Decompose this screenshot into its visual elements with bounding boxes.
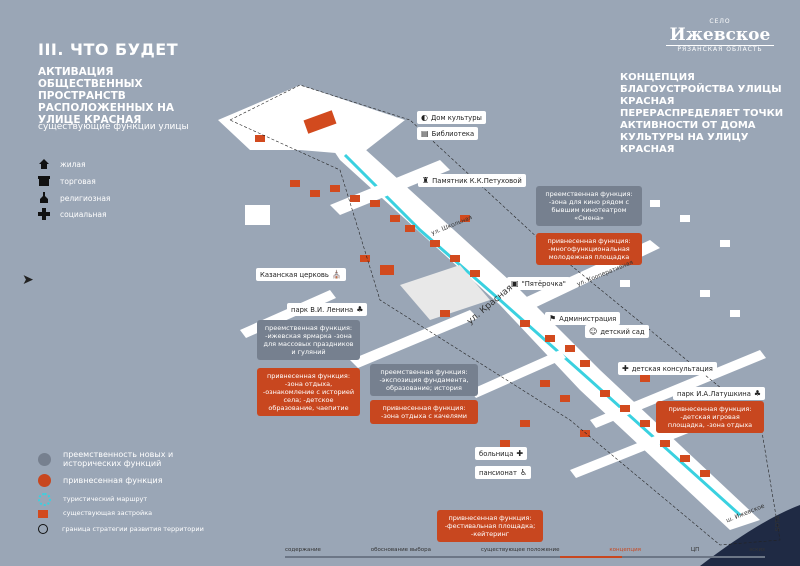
shop-icon (38, 175, 52, 187)
box-introduced-3: привнесенная функция: -зона отдыха с кач… (370, 400, 478, 424)
red-dot (38, 474, 51, 487)
elder-icon: ♿ (519, 468, 528, 477)
label-hospital: больница✚ (475, 447, 528, 460)
gray-dot (38, 452, 51, 466)
box-introduced-4: привнесенная функция: -детская игровая п… (656, 401, 764, 433)
book-icon: ▤ (421, 129, 429, 138)
tree-icon: ♣ (753, 389, 762, 398)
legend-trade: торговая (38, 175, 96, 187)
label-park-lenin: парк В.И. Ленина♣ (287, 303, 368, 316)
route-icon (38, 493, 51, 506)
tab-sketch[interactable]: эскиз (749, 547, 765, 553)
box-introduced-5: привнесенная функция: -фестивальная площ… (437, 510, 543, 542)
legend-religious: религиозная (38, 192, 110, 204)
label-library: ▤Библиотека (417, 127, 479, 140)
building-icon (38, 509, 48, 518)
cross-icon (38, 208, 52, 220)
houses (255, 110, 710, 477)
label-dk: ◐Дом культуры (417, 111, 486, 124)
tab-concept[interactable]: концепция (609, 547, 641, 553)
tree-icon: ♣ (356, 305, 364, 314)
house-icon (38, 158, 52, 170)
label-shop: ▣"Пятёрочка" (507, 277, 570, 290)
box-introduced-1: привнесенная функция: -многофункциональн… (536, 233, 642, 265)
nav-arrow-icon[interactable]: ➤ (22, 272, 34, 288)
logo: СЕЛО Ижевское РЯЗАНСКАЯ ОБЛАСТЬ (660, 18, 780, 53)
existing-functions-label: существующие функции улицы (38, 122, 189, 132)
boundary-icon (38, 524, 48, 534)
white-blocks (245, 200, 740, 317)
cross-icon: ✚ (516, 449, 524, 458)
church-icon (38, 192, 52, 204)
label-pension: пансионат♿ (475, 466, 532, 479)
flag-icon: ⚑ (549, 314, 557, 323)
box-continuity-3: преемственная функция: -экспозиция фунда… (370, 364, 478, 396)
label-kindergarten: ☺детский сад (585, 325, 649, 338)
label-consult: ✚детская консультация (618, 362, 717, 375)
street-shkolnaya (330, 160, 450, 215)
church-square (400, 265, 490, 320)
label-church: Казанская церковь⛪ (256, 268, 346, 281)
label-monument: ♜Памятник К.К.Петуховой (418, 174, 526, 187)
legend-introduced: привнесенная функция (38, 474, 163, 487)
label-park-lat: парк И.А.Латушкина♣ (673, 387, 766, 400)
street-side-1 (350, 310, 478, 368)
box-introduced-2: привнесенная функция: -зона отдыха, -озн… (257, 368, 360, 416)
tab-justification[interactable]: обоснование выбора (370, 547, 432, 553)
cross-icon: ✚ (622, 364, 629, 373)
legend-buildings: существующая застройка (38, 509, 152, 518)
legend-route: туристический маршрут (38, 493, 147, 506)
theatre-icon: ◐ (421, 113, 428, 122)
shop-icon: ▣ (511, 279, 519, 288)
tab-contents[interactable]: содержание (285, 547, 321, 553)
page-subtitle: АКТИВАЦИЯ ОБЩЕСТВЕННЫХ ПРОСТРАНСТВ РАСПО… (38, 66, 175, 126)
active-tab-indicator (560, 556, 622, 558)
legend-social: социальная (38, 208, 107, 220)
legend-continuity: преемственность новых и исторических фун… (38, 450, 218, 468)
box-continuity-1: преемственная функция: -зона для кино ря… (536, 186, 642, 226)
tab-cp[interactable]: ЦП (690, 547, 700, 553)
legend-boundary: граница стратегии развития территории (38, 524, 204, 534)
sota-mark: SOTA (774, 515, 782, 532)
bottom-nav-line (285, 556, 765, 558)
concept-text: КОНЦЕПЦИЯ БЛАГОУСТРОЙСТВА УЛИЦЫ КРАСНАЯ … (620, 72, 784, 155)
strategy-boundary (229, 84, 781, 546)
child-icon: ☺ (589, 327, 598, 336)
label-admin: ⚑Администрация (545, 312, 621, 325)
page-title: III. ЧТО БУДЕТ (38, 40, 179, 59)
box-continuity-2: преемственная функция: -ижевская ярмарка… (257, 320, 360, 360)
church-icon: ⛪ (331, 270, 342, 279)
river (700, 505, 800, 566)
bottom-nav: содержание обоснование выбора существующ… (285, 547, 765, 553)
legend-residential: жилая (38, 158, 86, 170)
monument-icon: ♜ (422, 176, 430, 185)
street-side-4 (470, 350, 566, 398)
tab-existing[interactable]: существующее положение (480, 547, 560, 553)
